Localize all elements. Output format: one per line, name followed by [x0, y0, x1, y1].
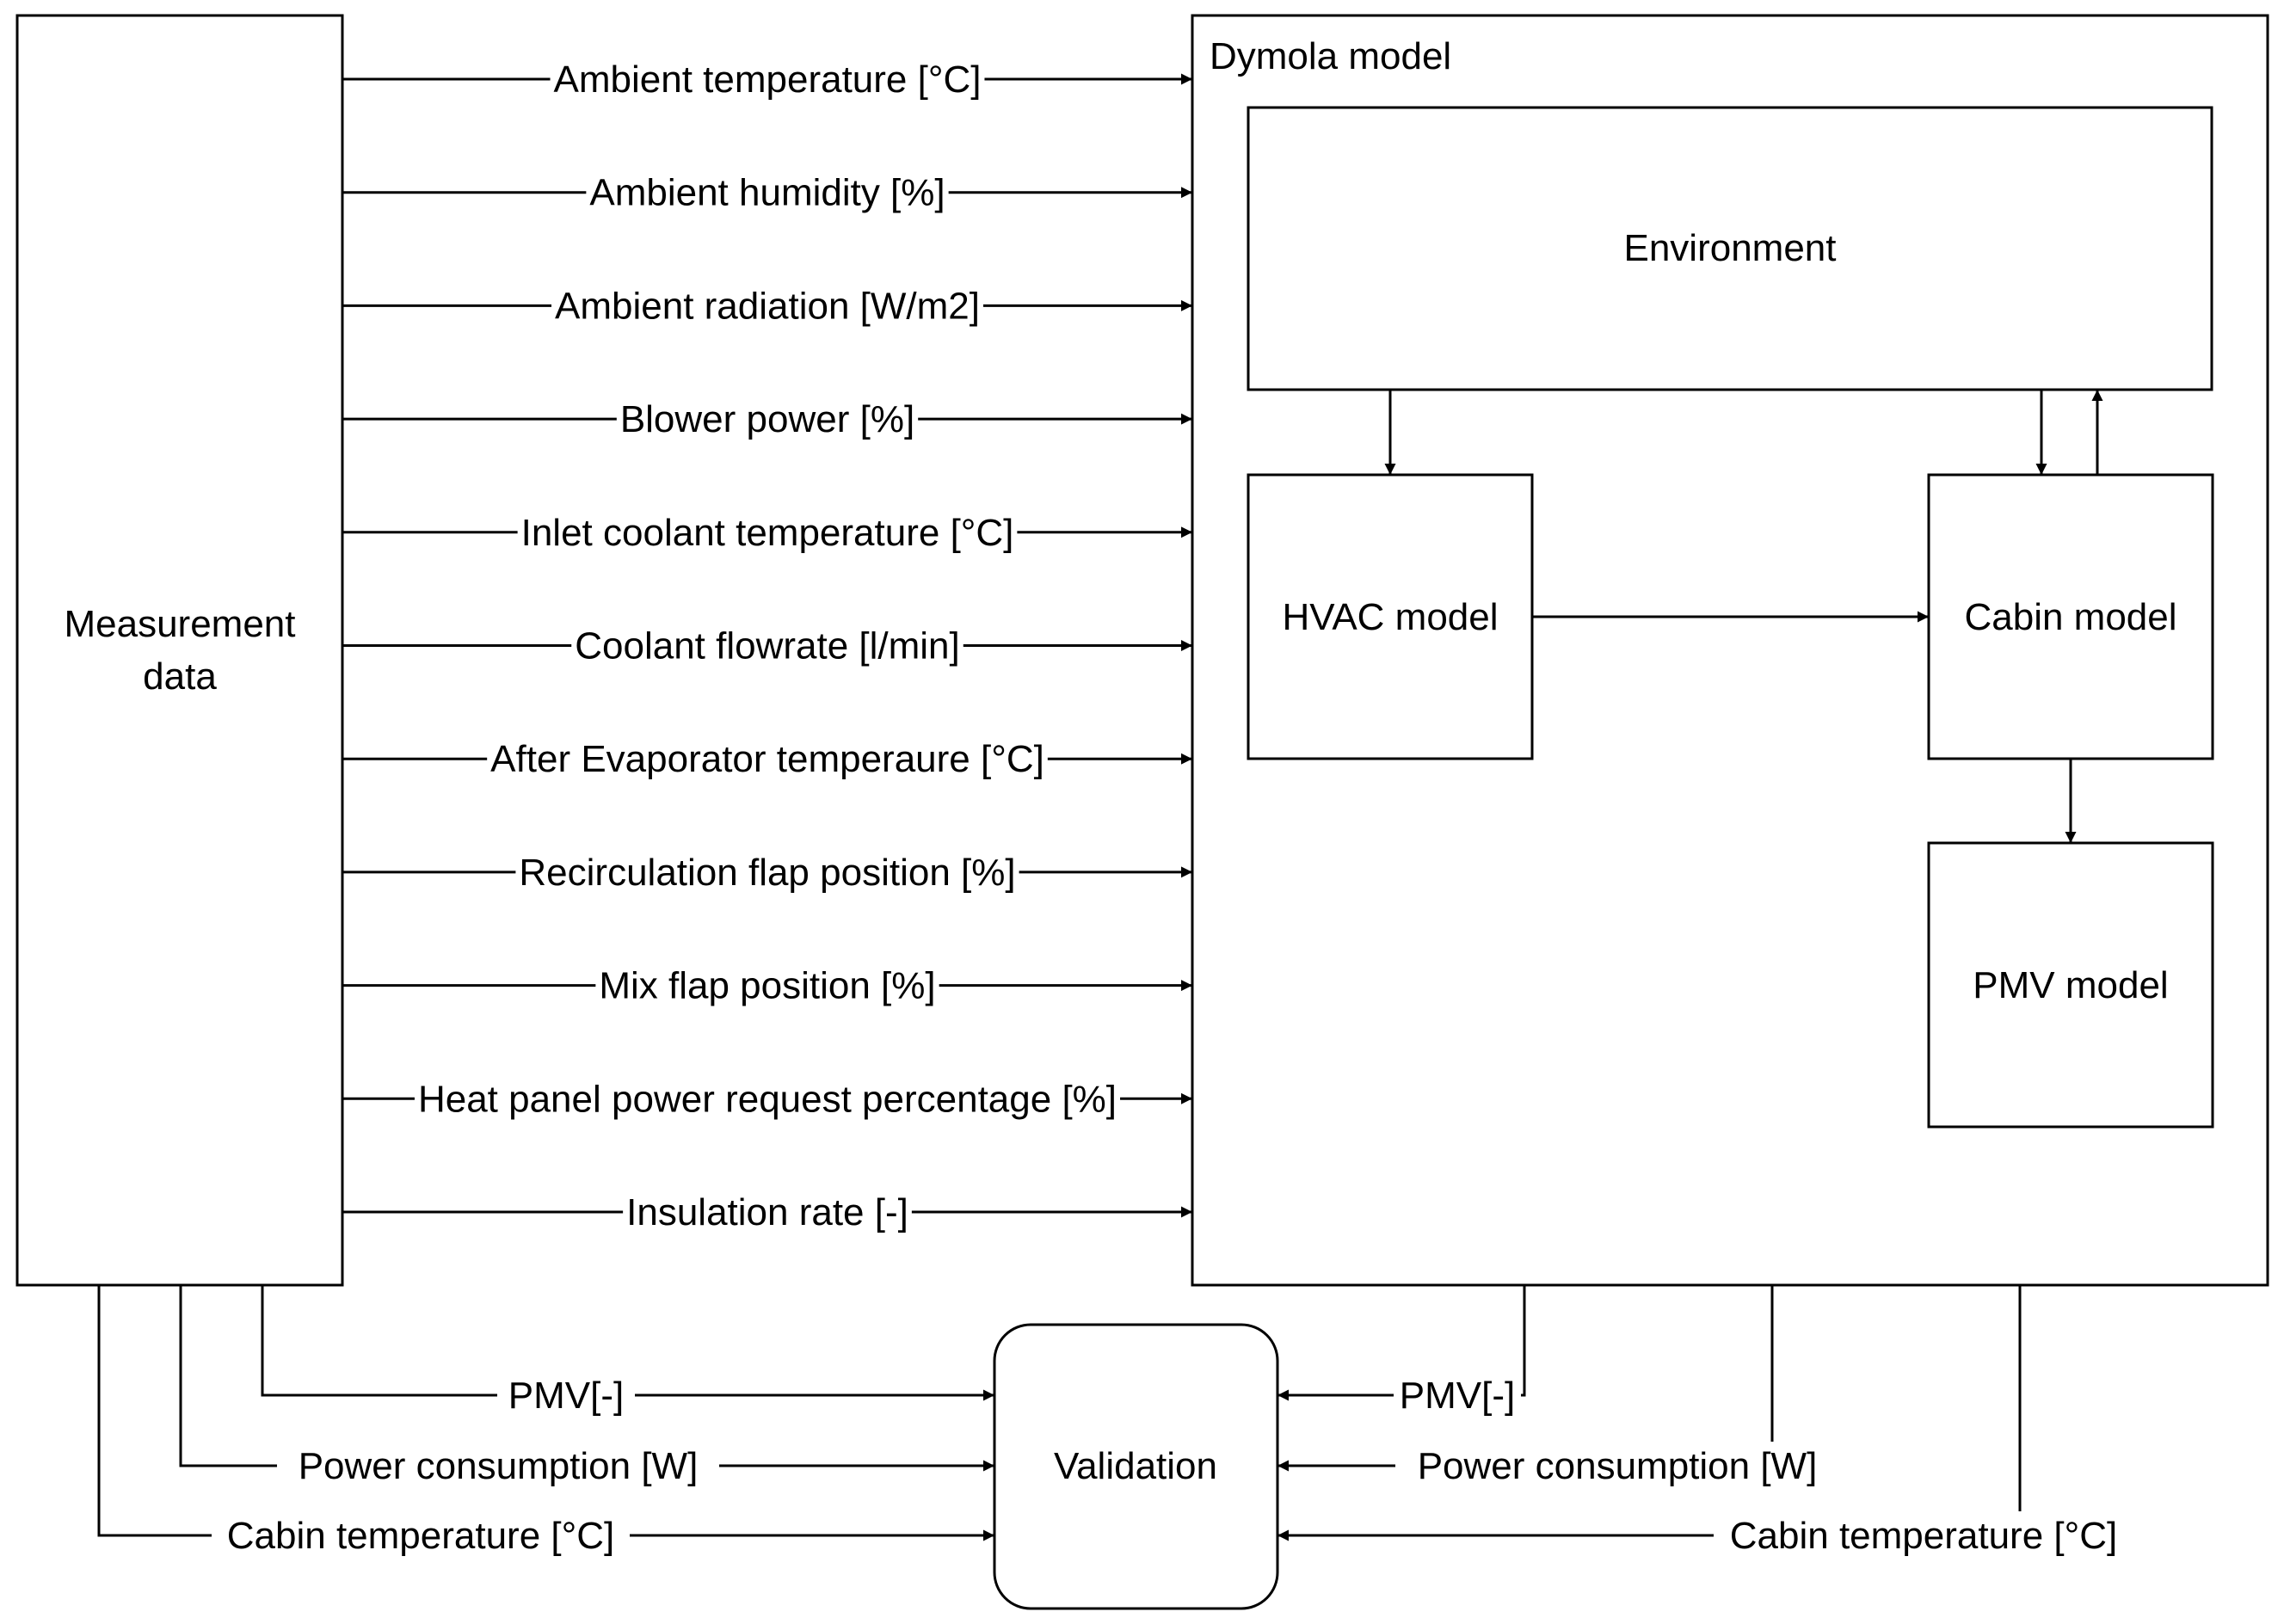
- pmv-model-block: [1927, 841, 2214, 1129]
- measurement-data-block: [15, 14, 344, 1287]
- label-bg: [212, 1511, 630, 1559]
- label-bg: [515, 851, 1019, 894]
- label-bg: [277, 1442, 719, 1490]
- label-bg: [623, 1191, 912, 1233]
- input-label: Recirculation flap position [%]: [519, 852, 1015, 894]
- dymola-pmv-connector: [1277, 1285, 1526, 1401]
- hvac-model-label: HVAC model: [1282, 596, 1498, 638]
- input-label: Heat panel power request percentage [%]: [418, 1078, 1117, 1120]
- dymola-cabin-temp-connector: [1277, 1285, 2022, 1541]
- val-right-label-cabin-temp: Cabin temperature [°C]: [1730, 1515, 2117, 1557]
- input-label: Inlet coolant temperature [°C]: [521, 512, 1014, 554]
- input-signals: Ambient temperature [°C] Ambient humidity…: [342, 58, 1192, 1233]
- input-label: After Evaporator temperaure [°C]: [490, 738, 1044, 780]
- label-bg: [616, 398, 919, 441]
- val-left-label-pmv: PMV[-]: [508, 1375, 624, 1417]
- val-left-label-cabin-temp: Cabin temperature [°C]: [227, 1515, 614, 1557]
- label-bg: [551, 285, 983, 328]
- environment-block: [1247, 106, 2213, 391]
- validation-label: Validation: [1054, 1445, 1217, 1487]
- label-bg: [1395, 1442, 1839, 1490]
- input-label: Ambient humidity [%]: [589, 172, 945, 214]
- cabin-model-label: Cabin model: [1964, 596, 2176, 638]
- input-label: Mix flap position [%]: [599, 965, 935, 1007]
- label-bg: [550, 58, 985, 101]
- cabin-model-block: [1927, 473, 2214, 760]
- input-label: Blower power [%]: [620, 398, 914, 440]
- meas-pmv-connector: [261, 1285, 994, 1401]
- label-bg: [414, 1078, 1121, 1121]
- measurement-label-line1: Measurement: [64, 603, 295, 645]
- measurement-label-line2: data: [143, 655, 217, 698]
- input-label: Ambient radiation [W/m2]: [555, 285, 980, 327]
- input-label: Insulation rate [-]: [626, 1191, 908, 1233]
- meas-power-connector: [179, 1285, 994, 1472]
- dymola-model-label: Dymola model: [1210, 35, 1451, 77]
- label-bg: [497, 1371, 635, 1419]
- label-bg: [571, 624, 963, 667]
- input-label: Coolant flowrate [l/min]: [575, 625, 960, 667]
- val-left-label-power: Power consumption [W]: [299, 1445, 699, 1487]
- label-bg: [586, 171, 949, 214]
- environment-label: Environment: [1623, 227, 1836, 269]
- meas-cabin-temp-connector: [97, 1285, 994, 1541]
- label-bg: [517, 511, 1018, 554]
- val-right-label-power: Power consumption [W]: [1418, 1445, 1818, 1487]
- val-right-label-pmv: PMV[-]: [1400, 1375, 1515, 1417]
- label-bg: [1394, 1371, 1521, 1419]
- label-bg: [595, 964, 939, 1007]
- label-bg: [487, 738, 1048, 781]
- label-bg: [1714, 1511, 2133, 1559]
- pmv-model-label: PMV model: [1973, 964, 2168, 1006]
- input-label: Ambient temperature [°C]: [554, 58, 982, 101]
